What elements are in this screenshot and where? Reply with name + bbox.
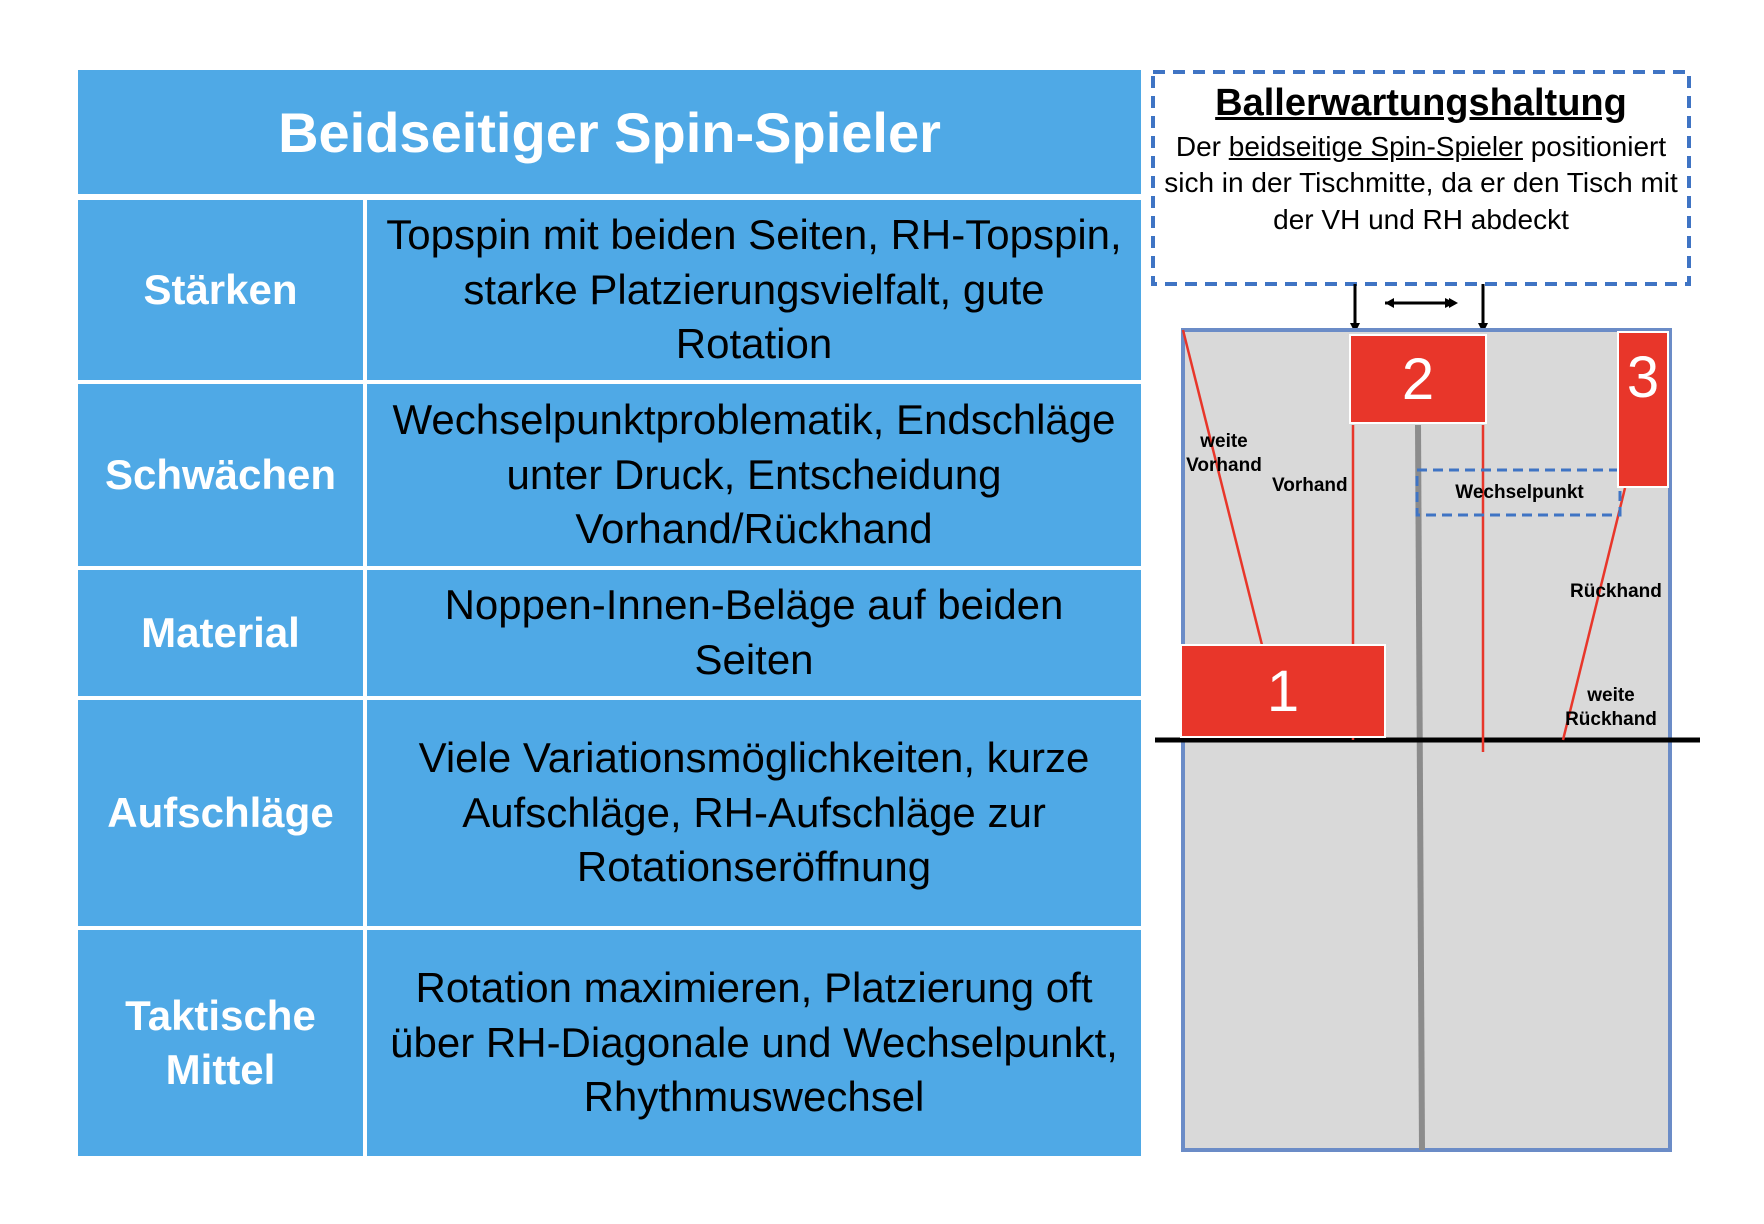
callout-text-post: positioniert sich in der Tischmitte, da … <box>1164 131 1678 235</box>
row-label: Stärken <box>78 200 363 380</box>
label-weite-vorhand: weite Vorhand <box>1186 431 1262 476</box>
page-title: Beidseitiger Spin-Spieler <box>78 70 1141 194</box>
position-box-2 <box>1349 334 1487 424</box>
label-weite-rueckhand: weite Rückhand <box>1565 685 1657 730</box>
label-rueckhand: Rückhand <box>1570 581 1662 602</box>
callout-text-pre: Der <box>1175 131 1229 162</box>
table-surface <box>1181 328 1672 1152</box>
position-number-2: 2 <box>1401 346 1435 412</box>
profile-table: Beidseitiger Spin-Spieler Stärken Topspi… <box>78 70 1141 1160</box>
row-label: Taktische Mittel <box>78 930 363 1156</box>
row-text: Viele Variationsmöglichkeiten, kurze Auf… <box>367 700 1141 926</box>
position-number-1: 1 <box>1266 658 1300 724</box>
callout-box: Ballerwartungshaltung Der beidseitige Sp… <box>1153 72 1689 284</box>
callout-title: Ballerwartungshaltung <box>1215 82 1627 124</box>
row-label: Aufschläge <box>78 700 363 926</box>
wechselpunkt-box <box>1415 468 1622 517</box>
line-weite-vorhand <box>1181 329 1264 646</box>
table-row-taktische-mittel: Taktische Mittel Rotation maximieren, Pl… <box>78 930 1141 1156</box>
double-arrow-left-head <box>1385 298 1394 308</box>
row-text: Noppen-Innen-Beläge auf beiden Seiten <box>367 570 1141 696</box>
row-text: Topspin mit beiden Seiten, RH-Topspin, s… <box>367 200 1141 380</box>
callout-border <box>1151 70 1691 286</box>
table-row-aufschlaege: Aufschläge Viele Variationsmöglichkeiten… <box>78 700 1141 926</box>
row-text: Wechselpunktproblematik, Endschläge unte… <box>367 384 1141 566</box>
table-row-staerken: Stärken Topspin mit beiden Seiten, RH-To… <box>78 200 1141 380</box>
label-vorhand: Vorhand <box>1272 475 1348 496</box>
table-row-material: Material Noppen-Innen-Beläge auf beiden … <box>78 570 1141 696</box>
position-number-3: 3 <box>1626 344 1660 410</box>
callout-text: Der beidseitige Spin-Spieler positionier… <box>1153 129 1689 238</box>
line-weite-rueckhand <box>1561 487 1627 741</box>
position-box-3 <box>1617 331 1669 488</box>
label-wechselpunkt: Wechselpunkt <box>1455 482 1584 503</box>
position-box-1 <box>1180 644 1386 738</box>
center-line <box>1415 424 1425 1151</box>
row-label: Material <box>78 570 363 696</box>
double-arrow-right-head <box>1449 298 1458 308</box>
callout-text-underlined: beidseitige Spin-Spieler <box>1228 131 1523 162</box>
row-text: Rotation maximieren, Platzierung oft übe… <box>367 930 1141 1156</box>
row-label: Schwächen <box>78 384 363 566</box>
table-row-schwaechen: Schwächen Wechselpunktproblematik, Endsc… <box>78 384 1141 566</box>
